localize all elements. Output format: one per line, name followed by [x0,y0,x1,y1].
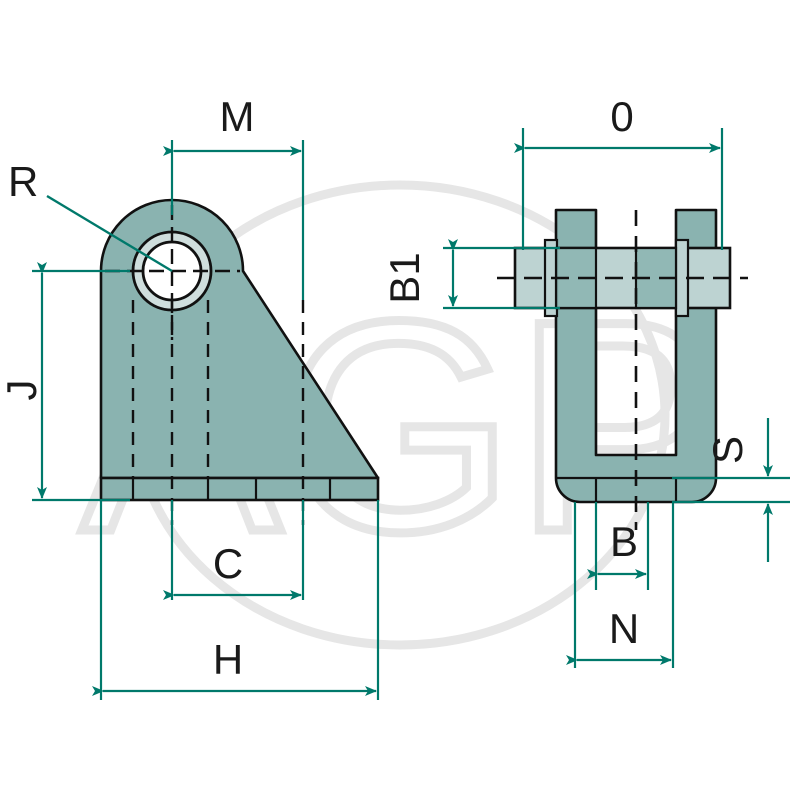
base-plate-divisions [131,478,332,500]
clevis-foot-divisions [594,478,678,502]
dimension-H: H [92,500,380,700]
side-view-hidden-lines [131,300,305,525]
dimension-S-label: S [704,436,751,464]
dimension-C-label: C [213,540,243,587]
dimension-N: N [566,502,675,668]
dimension-J-label: J [0,380,45,401]
dimension-M-label: M [220,93,255,140]
dimension-J: J [0,262,130,502]
dimension-B: B [587,502,650,590]
dimension-R-label: R [8,158,38,205]
front-view: 0 B1 S B [381,93,790,668]
dimension-O: 0 [514,93,724,250]
dimension-B1: B1 [381,239,560,310]
dimension-B-label: B [610,518,638,565]
dimension-M: M [163,93,305,300]
side-view: R M J C [0,93,380,700]
dimension-B1-label: B1 [381,252,428,303]
dimension-O-label: 0 [610,93,633,140]
dimension-C: C [163,500,305,600]
dimension-H-label: H [213,636,243,683]
dimension-R-leader [46,194,173,273]
bracket-base-plate [99,476,380,502]
dimension-S: S [672,418,790,562]
dimension-N-label: N [609,605,639,652]
dimension-R: R [8,158,173,273]
